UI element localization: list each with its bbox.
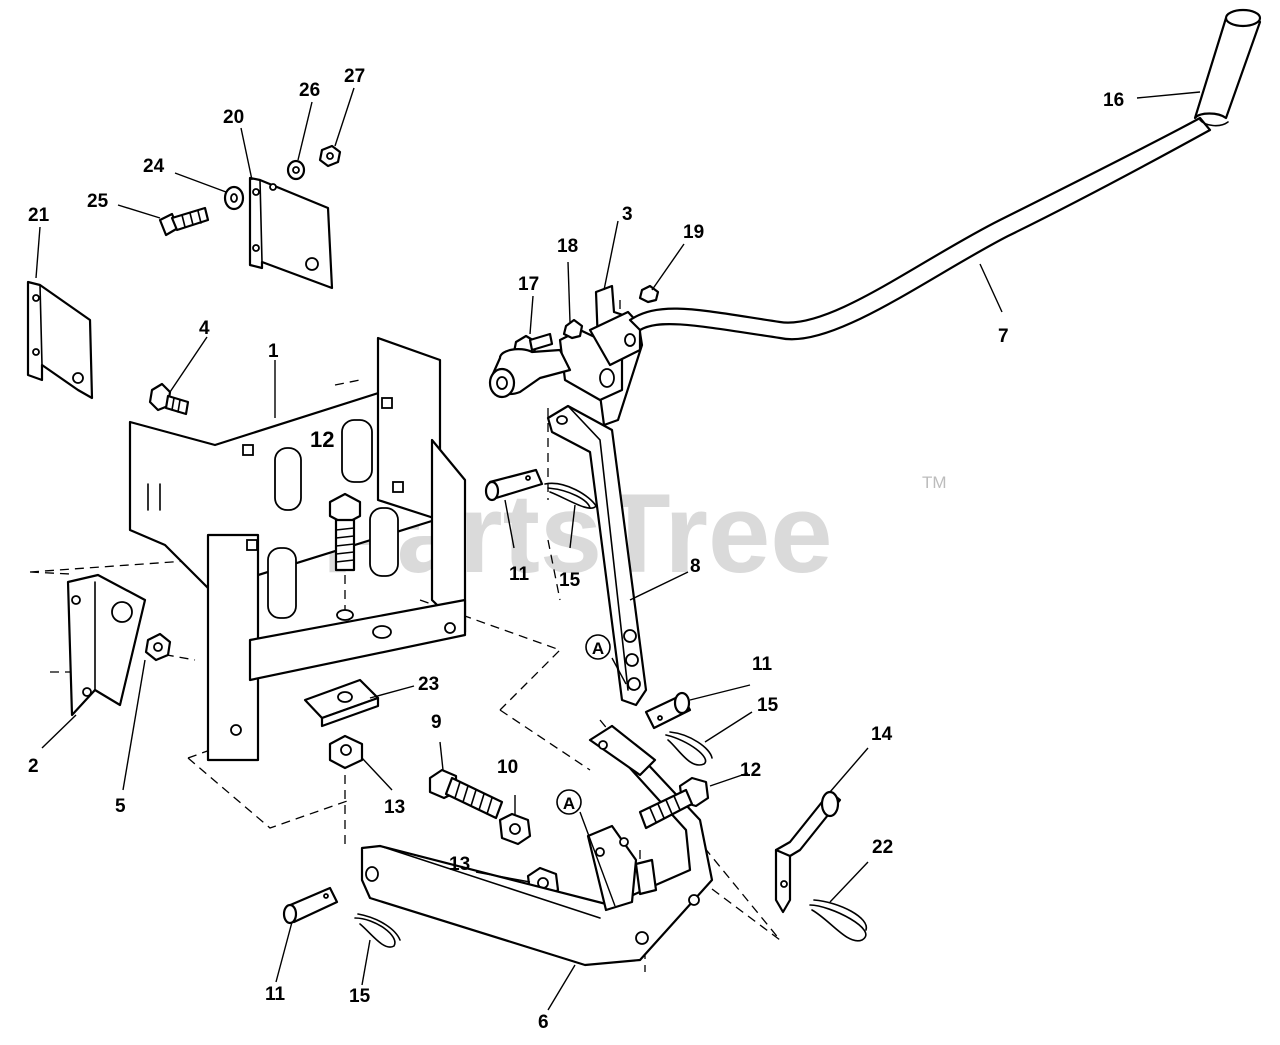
callout-7: 7 xyxy=(998,326,1009,347)
part-pin-11-upper xyxy=(484,468,544,502)
part-plate-2 xyxy=(66,573,147,717)
part-plate-21 xyxy=(26,280,94,400)
callout-2: 2 xyxy=(28,756,39,777)
watermark-trademark: TM xyxy=(922,473,947,492)
part-plate-23 xyxy=(303,678,380,728)
callout-19: 19 xyxy=(683,222,704,243)
leader-lines xyxy=(35,87,1201,1011)
callout-13-left: 13 xyxy=(384,797,405,818)
callout-numbers: 1 2 3 4 5 6 7 8 9 10 11 11 11 12 12 13 1… xyxy=(28,66,1124,1033)
callout-14: 14 xyxy=(871,724,893,745)
callout-20: 20 xyxy=(223,107,244,128)
part-nut-13-left xyxy=(328,734,364,770)
callout-11-upper: 11 xyxy=(509,564,530,585)
part-nut-10 xyxy=(498,812,532,846)
callout-26: 26 xyxy=(299,80,320,101)
hardware-top xyxy=(144,144,342,662)
part-pin-14 xyxy=(774,790,842,914)
part-bracket-1 xyxy=(128,336,467,762)
part-plate-20 xyxy=(248,176,334,290)
callout-15-upper: 15 xyxy=(559,570,581,591)
callout-1: 1 xyxy=(268,341,279,362)
part-pivot-3 xyxy=(558,284,644,427)
callout-12-upper: 12 xyxy=(310,427,334,452)
callout-17: 17 xyxy=(518,274,539,295)
reference-a-upper: A xyxy=(585,634,611,660)
part-pin-11-mid xyxy=(644,691,692,730)
part-pin-11-lower xyxy=(282,886,339,925)
callout-13-right: 13 xyxy=(449,854,470,875)
part-clip-15-mid xyxy=(665,731,713,766)
callout-3: 3 xyxy=(622,204,633,225)
callout-5: 5 xyxy=(115,796,126,817)
callout-11-mid: 11 xyxy=(752,654,773,675)
hardware-pivot xyxy=(488,284,660,399)
reference-a-lower-text: A xyxy=(563,794,575,813)
reference-a-lower: A xyxy=(556,789,582,815)
reference-a-upper-text: A xyxy=(592,639,604,658)
part-lift-bar-6 xyxy=(360,724,714,967)
part-bolt-9 xyxy=(428,768,504,820)
callout-22: 22 xyxy=(872,837,893,858)
callout-25: 25 xyxy=(87,191,109,212)
callout-15-lower: 15 xyxy=(349,986,371,1007)
callout-8: 8 xyxy=(690,556,701,577)
callout-15-mid: 15 xyxy=(757,695,779,716)
part-clip-22 xyxy=(809,899,867,942)
part-handle-16 xyxy=(1193,8,1262,127)
callout-12-lower: 12 xyxy=(740,760,761,781)
callout-23: 23 xyxy=(418,674,439,695)
callout-21: 21 xyxy=(28,205,50,226)
callout-6: 6 xyxy=(538,1012,549,1033)
callout-9: 9 xyxy=(431,712,442,733)
callout-27: 27 xyxy=(344,66,365,87)
callout-11-lower: 11 xyxy=(265,984,286,1005)
callout-4: 4 xyxy=(199,318,210,339)
callout-10: 10 xyxy=(497,757,518,778)
part-lever-7 xyxy=(628,116,1212,341)
callout-16: 16 xyxy=(1103,90,1124,111)
callout-18: 18 xyxy=(557,236,578,257)
part-link-arm-8 xyxy=(546,404,648,707)
part-bolt-12-upper xyxy=(328,492,362,572)
part-bolt-12-lower xyxy=(638,776,710,830)
part-clip-15-lower xyxy=(354,913,401,948)
callout-24: 24 xyxy=(143,156,165,177)
